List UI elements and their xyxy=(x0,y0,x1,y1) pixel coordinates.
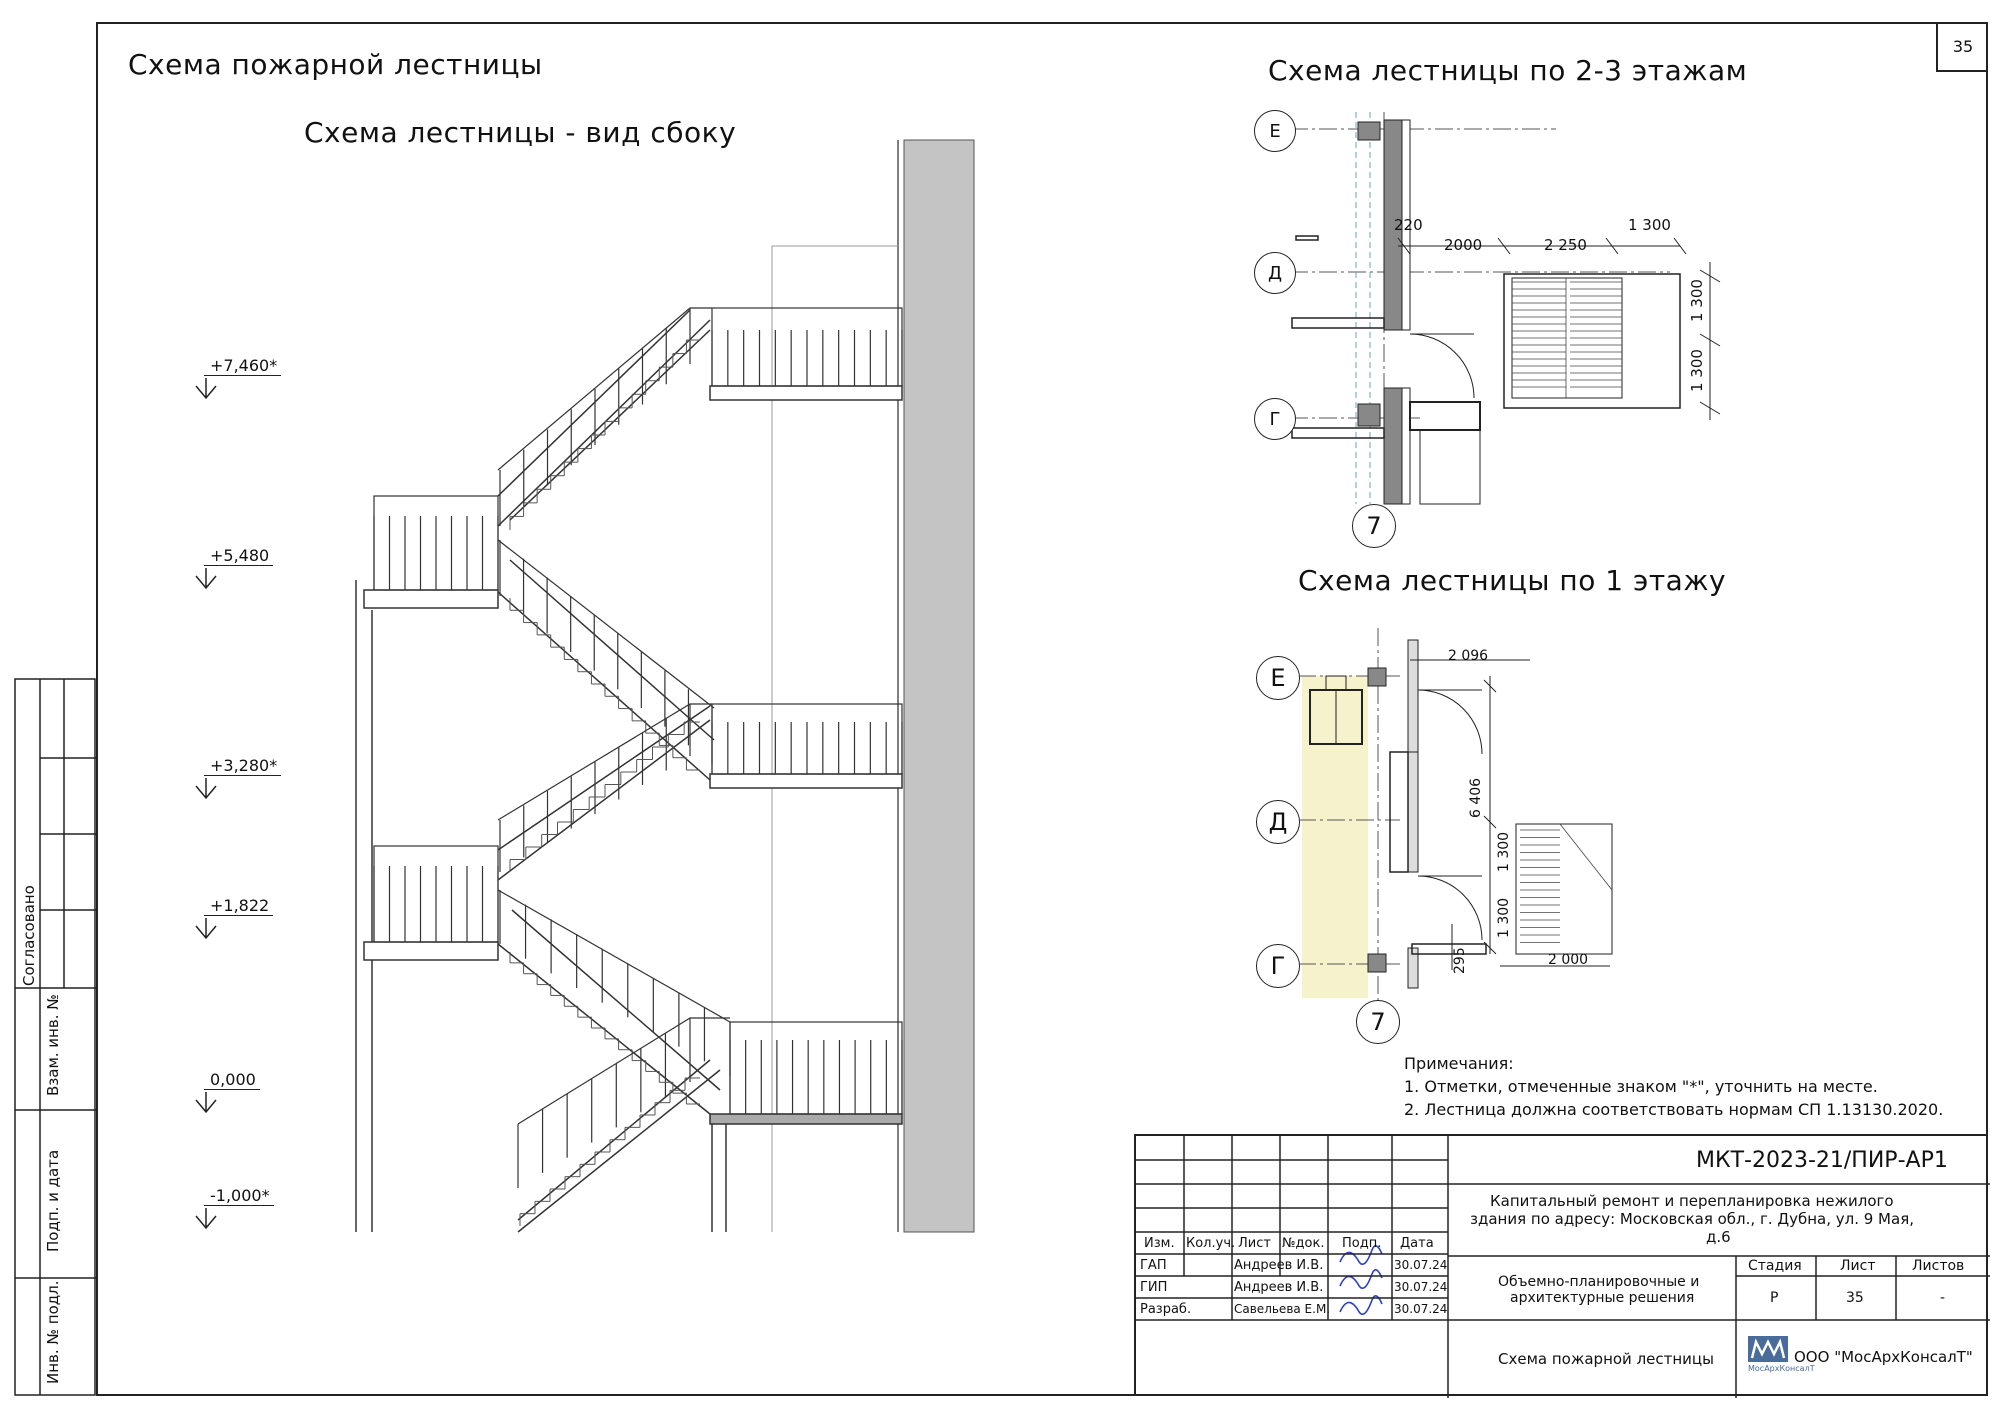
dim-text: 1 300 xyxy=(1688,349,1706,392)
role-cell: ГИП xyxy=(1140,1280,1168,1295)
elevation-arrows xyxy=(195,378,217,1230)
section-line: архитектурные решения xyxy=(1510,1290,1695,1306)
date-cell: 30.07.24 xyxy=(1394,1258,1448,1272)
sidebar-podp: Подп. и дата xyxy=(44,1149,62,1252)
side-view-title: Схема лестницы - вид сбоку xyxy=(304,116,737,149)
col-list: Лист xyxy=(1238,1236,1271,1251)
col-podp: Подп. xyxy=(1342,1236,1382,1251)
axis-bubble-7: 7 xyxy=(1352,504,1396,548)
elevation-label: +3,280* xyxy=(204,756,282,776)
dim-text: 2 000 xyxy=(1548,952,1589,968)
elevation-mark: +3,280* xyxy=(204,756,282,776)
elevation-mark: -1,000* xyxy=(204,1186,274,1206)
date-cell: 30.07.24 xyxy=(1394,1280,1448,1294)
company-logo xyxy=(1748,1336,1788,1362)
highlight-zone xyxy=(1302,676,1368,998)
dim-text: 1 300 xyxy=(1688,279,1706,322)
title-block-grid xyxy=(1136,1136,1990,1398)
side-view xyxy=(355,139,975,1233)
date-cell: 30.07.24 xyxy=(1394,1302,1448,1316)
dim-text: 2 096 xyxy=(1448,648,1489,664)
elevation-mark: +7,460* xyxy=(204,356,282,376)
role-cell: Разраб. xyxy=(1140,1302,1192,1317)
axis-bubble-e: Е xyxy=(1256,656,1300,700)
elevation-label: -1,000* xyxy=(204,1186,274,1206)
elevation-label: 0,000 xyxy=(204,1070,260,1090)
elevation-label: +5,480 xyxy=(204,546,274,566)
drawing-name: Схема пожарной лестницы xyxy=(1498,1350,1714,1368)
axis-bubble-g: Г xyxy=(1256,944,1300,988)
title-block: МКТ-2023-21/ПИР-АР1 Капитальный ремонт и… xyxy=(1134,1134,1990,1398)
note-line: 1. Отметки, отмеченные знаком "*", уточн… xyxy=(1404,1077,1878,1096)
left-stamp: Согласовано Взам. инв. № Подп. и дата Ин… xyxy=(14,678,96,1396)
drawing-line xyxy=(1559,823,1613,891)
stage-value: Р xyxy=(1770,1290,1779,1306)
sheet-value: 35 xyxy=(1846,1290,1864,1306)
project-line: здания по адресу: Московская обл., г. Ду… xyxy=(1470,1210,1914,1228)
floor-1-title: Схема лестницы по 1 этажу xyxy=(1298,564,1727,597)
elevation-mark: +5,480 xyxy=(204,546,274,566)
dim-text: 295 xyxy=(1452,947,1468,974)
dim-text: 1 300 xyxy=(1496,897,1512,938)
project-line: д.6 xyxy=(1706,1228,1731,1246)
axis-bubble-d: Д xyxy=(1254,252,1296,294)
plan-2-3 xyxy=(1290,112,1721,505)
sheet-label: Лист xyxy=(1840,1258,1876,1274)
building-wall xyxy=(903,139,975,1233)
axis-bubble-e: Е xyxy=(1254,110,1296,152)
sidebar-inv: Инв. № подл. xyxy=(44,1280,62,1384)
logo-caption: МосАрхКонсалТ xyxy=(1748,1364,1815,1373)
dim-text: 6 406 xyxy=(1468,777,1484,818)
role-cell: ГАП xyxy=(1140,1258,1167,1273)
dim-text: 1 300 xyxy=(1628,216,1671,234)
dim-text: 1 300 xyxy=(1496,831,1512,872)
elevation-label: +1,822 xyxy=(204,896,274,916)
name-cell: Андреев И.В. xyxy=(1234,1258,1324,1273)
col-ndoc: №док. xyxy=(1282,1236,1325,1251)
sheets-label: Листов xyxy=(1912,1258,1965,1274)
notes-heading: Примечания: xyxy=(1404,1054,1514,1073)
floors-2-3-title: Схема лестницы по 2-3 этажам xyxy=(1268,54,1748,87)
sheets-value: - xyxy=(1940,1290,1946,1306)
sheet-number: 35 xyxy=(1936,22,1988,72)
name-cell: Савельева Е.М. xyxy=(1234,1302,1331,1316)
name-cell: Андреев И.В. xyxy=(1234,1280,1324,1295)
plan-1 xyxy=(1298,628,1613,1002)
elevation-mark: +1,822 xyxy=(204,896,274,916)
project-line: Капитальный ремонт и перепланировка нежи… xyxy=(1490,1192,1894,1210)
dim-text: 220 xyxy=(1394,216,1423,234)
sheet-frame xyxy=(96,22,1988,1396)
notes: Примечания: 1. Отметки, отмеченные знако… xyxy=(1404,1052,1943,1121)
sidebar-vzam: Взам. инв. № xyxy=(44,994,62,1096)
elevation-mark: 0,000 xyxy=(204,1070,260,1090)
axis-bubble-g: Г xyxy=(1254,398,1296,440)
col-data: Дата xyxy=(1400,1236,1434,1251)
stage-label: Стадия xyxy=(1748,1258,1802,1274)
elevation-label: +7,460* xyxy=(204,356,282,376)
col-izm: Изм. xyxy=(1144,1236,1175,1251)
organization: ООО "МосАрхКонсалТ" xyxy=(1794,1348,1973,1366)
axis-bubble-d: Д xyxy=(1256,800,1300,844)
project-code: МКТ-2023-21/ПИР-АР1 xyxy=(1696,1148,1948,1173)
main-title: Схема пожарной лестницы xyxy=(128,48,543,81)
left-stamp-grid xyxy=(14,678,96,1396)
axis-bubble-7: 7 xyxy=(1356,1000,1400,1044)
section-line: Объемно-планировочные и xyxy=(1498,1274,1700,1290)
sidebar-agreed: Согласовано xyxy=(20,885,38,986)
dim-text: 2000 xyxy=(1444,236,1483,254)
dim-text: 2 250 xyxy=(1544,236,1587,254)
note-line: 2. Лестница должна соответствовать норма… xyxy=(1404,1100,1944,1119)
col-kol: Кол.уч. xyxy=(1186,1236,1236,1251)
